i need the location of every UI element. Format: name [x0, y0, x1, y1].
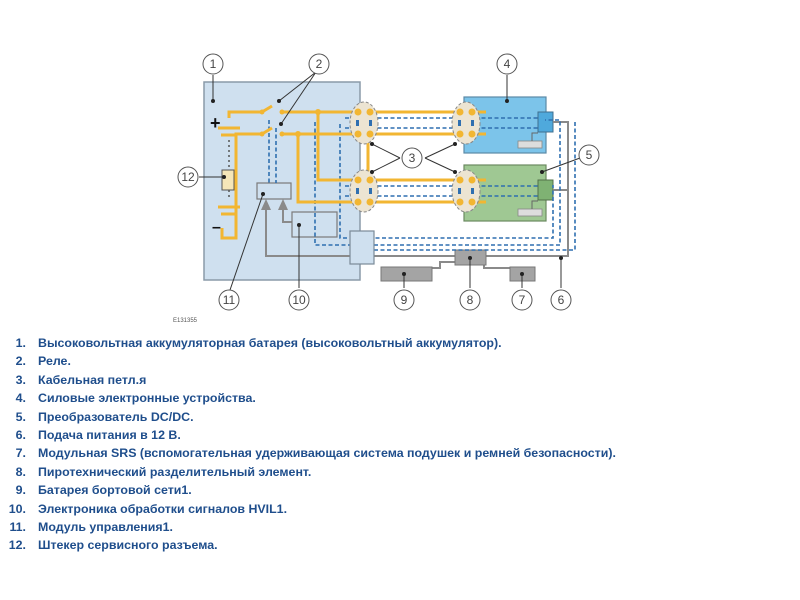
svg-text:2: 2	[316, 57, 323, 71]
svg-text:4: 4	[504, 57, 511, 71]
power-electronics-inner-line	[531, 132, 538, 141]
cable-loop	[349, 169, 379, 213]
power-electronics-label-plate	[517, 140, 543, 149]
leader-lines	[199, 71, 581, 291]
battery-cells	[218, 126, 240, 216]
dcdc-converter-inner-line	[531, 200, 538, 209]
signal-arrow-left	[261, 199, 271, 210]
svg-text:12: 12	[181, 170, 195, 184]
cable-loop	[451, 169, 481, 213]
signal-arrow-right	[278, 199, 288, 210]
plus-symbol: +	[210, 113, 221, 133]
hv-system-diagram: + –	[177, 53, 600, 311]
callout-7: 7	[511, 289, 533, 311]
svg-text:5: 5	[586, 148, 593, 162]
svg-text:7: 7	[519, 293, 526, 307]
figure-code: E131355	[173, 318, 198, 324]
callout-12: 12	[177, 166, 199, 188]
loop-contacts	[354, 108, 476, 206]
svg-text:8: 8	[467, 293, 474, 307]
svg-text:11: 11	[223, 293, 236, 307]
control-module	[256, 182, 292, 200]
loop-hvil-contacts	[356, 120, 474, 194]
callout-6: 6	[550, 289, 572, 311]
power-electronics-connector	[537, 111, 554, 133]
cable-loop	[349, 101, 379, 145]
minus-symbol: –	[212, 219, 221, 236]
svg-text:10: 10	[292, 293, 306, 307]
junction-dots	[259, 109, 321, 137]
svg-text:6: 6	[558, 293, 565, 307]
service-plug	[221, 169, 235, 191]
svg-text:9: 9	[401, 293, 408, 307]
dcdc-converter-label-plate	[517, 208, 543, 217]
callout-3: 3	[401, 147, 423, 169]
callout-9: 9	[393, 289, 415, 311]
callout-2: 2	[308, 53, 330, 75]
callout-4: 4	[496, 53, 518, 75]
leader-dots	[211, 99, 563, 276]
callout-10: 10	[288, 289, 310, 311]
callout-8: 8	[459, 289, 481, 311]
callout-11: 11	[218, 289, 240, 311]
callout-5: 5	[578, 144, 600, 166]
cable-loop	[451, 101, 481, 145]
dcdc-converter-connector	[537, 179, 554, 201]
svg-text:3: 3	[409, 151, 416, 165]
svg-text:1: 1	[210, 57, 217, 71]
lv-connector-block	[349, 230, 375, 265]
lv-battery	[380, 266, 433, 282]
callout-1: 1	[202, 53, 224, 75]
